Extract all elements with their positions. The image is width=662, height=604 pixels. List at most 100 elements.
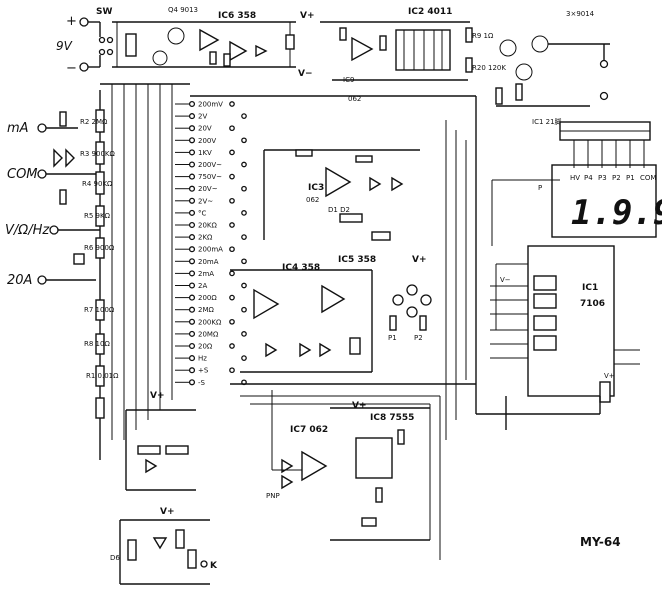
ic3-label: IC3	[308, 183, 324, 193]
annunciator-label: P2	[612, 174, 621, 182]
range-contact[interactable]	[188, 355, 196, 362]
r9-label: R1 0.01Ω	[86, 372, 119, 380]
switch-label: SW	[96, 7, 112, 17]
range-contact-output	[241, 258, 247, 265]
range-contact[interactable]	[188, 294, 196, 301]
range-contact[interactable]	[188, 318, 196, 325]
annunciator-label: P4	[584, 174, 593, 182]
range-contact[interactable]	[188, 367, 196, 374]
svg-text:K: K	[210, 561, 218, 571]
range-contact[interactable]	[188, 149, 196, 156]
ic6-opamp-a	[199, 28, 220, 52]
jack-20a-terminal[interactable]	[37, 275, 47, 285]
r3-label: R3 900KΩ	[80, 150, 115, 158]
ic2-block: IC2 4011 IC9 062 R9 1Ω R20 120K	[320, 7, 506, 103]
input-jacks: mA COM V/Ω/Hz 20A	[5, 111, 100, 288]
d11-diode	[145, 458, 158, 474]
range-contact-output	[229, 246, 235, 253]
d2-diode	[65, 148, 75, 168]
r20-value: R9 1Ω	[472, 32, 494, 40]
range-contact[interactable]	[188, 282, 196, 289]
ic4-ic5-block: IC4 358 IC5 358	[230, 255, 376, 373]
annunciator-label: P3	[598, 174, 607, 182]
range-label: 20Ω	[198, 343, 213, 351]
range-contact-output	[241, 306, 247, 313]
range-label: 200mA	[198, 246, 223, 254]
range-contact[interactable]	[188, 379, 196, 386]
driver-terminal-2	[599, 91, 609, 101]
range-contact[interactable]	[188, 234, 196, 241]
ic6-opamp-b	[229, 40, 248, 62]
range-contact[interactable]	[188, 209, 196, 216]
ic1-part: 7106	[580, 299, 605, 309]
vr4-trimmer	[127, 539, 137, 561]
range-label: 2KΩ	[198, 234, 213, 242]
vminus-ic1: V−	[500, 276, 511, 284]
range-label: 200V~	[198, 161, 222, 169]
range-contact[interactable]	[188, 330, 196, 337]
range-contact[interactable]	[188, 137, 196, 144]
jack-com-terminal[interactable]	[37, 169, 47, 179]
range-contact[interactable]	[188, 221, 196, 229]
npn-label: P1	[388, 334, 397, 342]
range-contact[interactable]	[188, 125, 196, 132]
ic2-label: IC2 4011	[408, 7, 452, 17]
d13-diode	[152, 537, 168, 550]
range-contact-output	[229, 343, 235, 349]
bus-wiring	[190, 95, 601, 560]
vr2-trimmer	[339, 213, 363, 223]
temp-block: V+ D6 K	[110, 507, 218, 585]
q6-driver: 3×9014 IC1 21脚	[495, 10, 610, 126]
d14-diode	[281, 458, 294, 474]
model-label: MY-64	[580, 535, 621, 549]
ic9-opamp	[351, 36, 374, 62]
battery-minus-terminal	[79, 62, 89, 72]
range-contact-output	[229, 270, 235, 277]
d8-diode	[299, 342, 312, 358]
range-label: 200mV	[198, 101, 223, 109]
range-contact[interactable]	[188, 270, 196, 277]
fuse	[59, 111, 67, 127]
supply-divider-resistor	[125, 33, 137, 57]
vr3-trimmer	[349, 337, 361, 355]
range-contact[interactable]	[188, 342, 196, 350]
jack-ma-terminal[interactable]	[37, 123, 47, 133]
ic7-label: IC7 062	[290, 425, 328, 435]
range-contact[interactable]	[188, 246, 196, 253]
jack-vohm-label: V/Ω/Hz	[5, 223, 50, 238]
range-contact[interactable]	[188, 306, 196, 313]
ic3-part: 062	[306, 196, 319, 204]
c1-capacitor	[533, 335, 557, 351]
r21-resistor	[465, 27, 473, 43]
r21-value: R20 120K	[472, 64, 506, 72]
range-contact[interactable]	[188, 258, 196, 265]
range-contact[interactable]	[188, 161, 196, 168]
ic5-label: IC5 358	[338, 255, 376, 265]
supply-plus-label: +	[66, 14, 77, 29]
range-contact-output	[241, 137, 247, 144]
r20-resistor	[465, 57, 473, 73]
q4-transistor-symbol	[167, 27, 185, 45]
divider-chain: R2 2MΩ R3 900KΩ R4 90KΩ R5 9KΩ R6 900Ω R…	[80, 83, 190, 460]
d6-diode	[369, 176, 382, 192]
range-label: 20mA	[198, 258, 219, 266]
annunciator-label: P1	[626, 174, 635, 182]
range-contact[interactable]	[188, 100, 196, 108]
jack-vohm-terminal[interactable]	[49, 225, 59, 235]
range-label: 2V	[198, 113, 207, 121]
range-contact[interactable]	[188, 185, 196, 192]
range-contact[interactable]	[188, 113, 196, 120]
range-contact[interactable]	[188, 197, 196, 204]
r6-label: R6 900Ω	[84, 244, 115, 252]
range-contact-output	[229, 149, 235, 156]
r2-label: R2 2MΩ	[80, 118, 108, 126]
r7-label: R7 100Ω	[84, 306, 115, 314]
range-contact-output	[241, 234, 247, 240]
vplus-hfe: V+	[412, 255, 427, 265]
power-supply: + − 9V SW Q4 9013 IC6 358 V+ V−	[56, 6, 315, 79]
range-contact[interactable]	[188, 173, 196, 180]
vplus-ic1: V+	[604, 372, 615, 380]
ic8-label: IC8 7555	[370, 413, 414, 423]
range-contact-output	[229, 197, 235, 204]
vr4-label: D6	[110, 554, 120, 562]
